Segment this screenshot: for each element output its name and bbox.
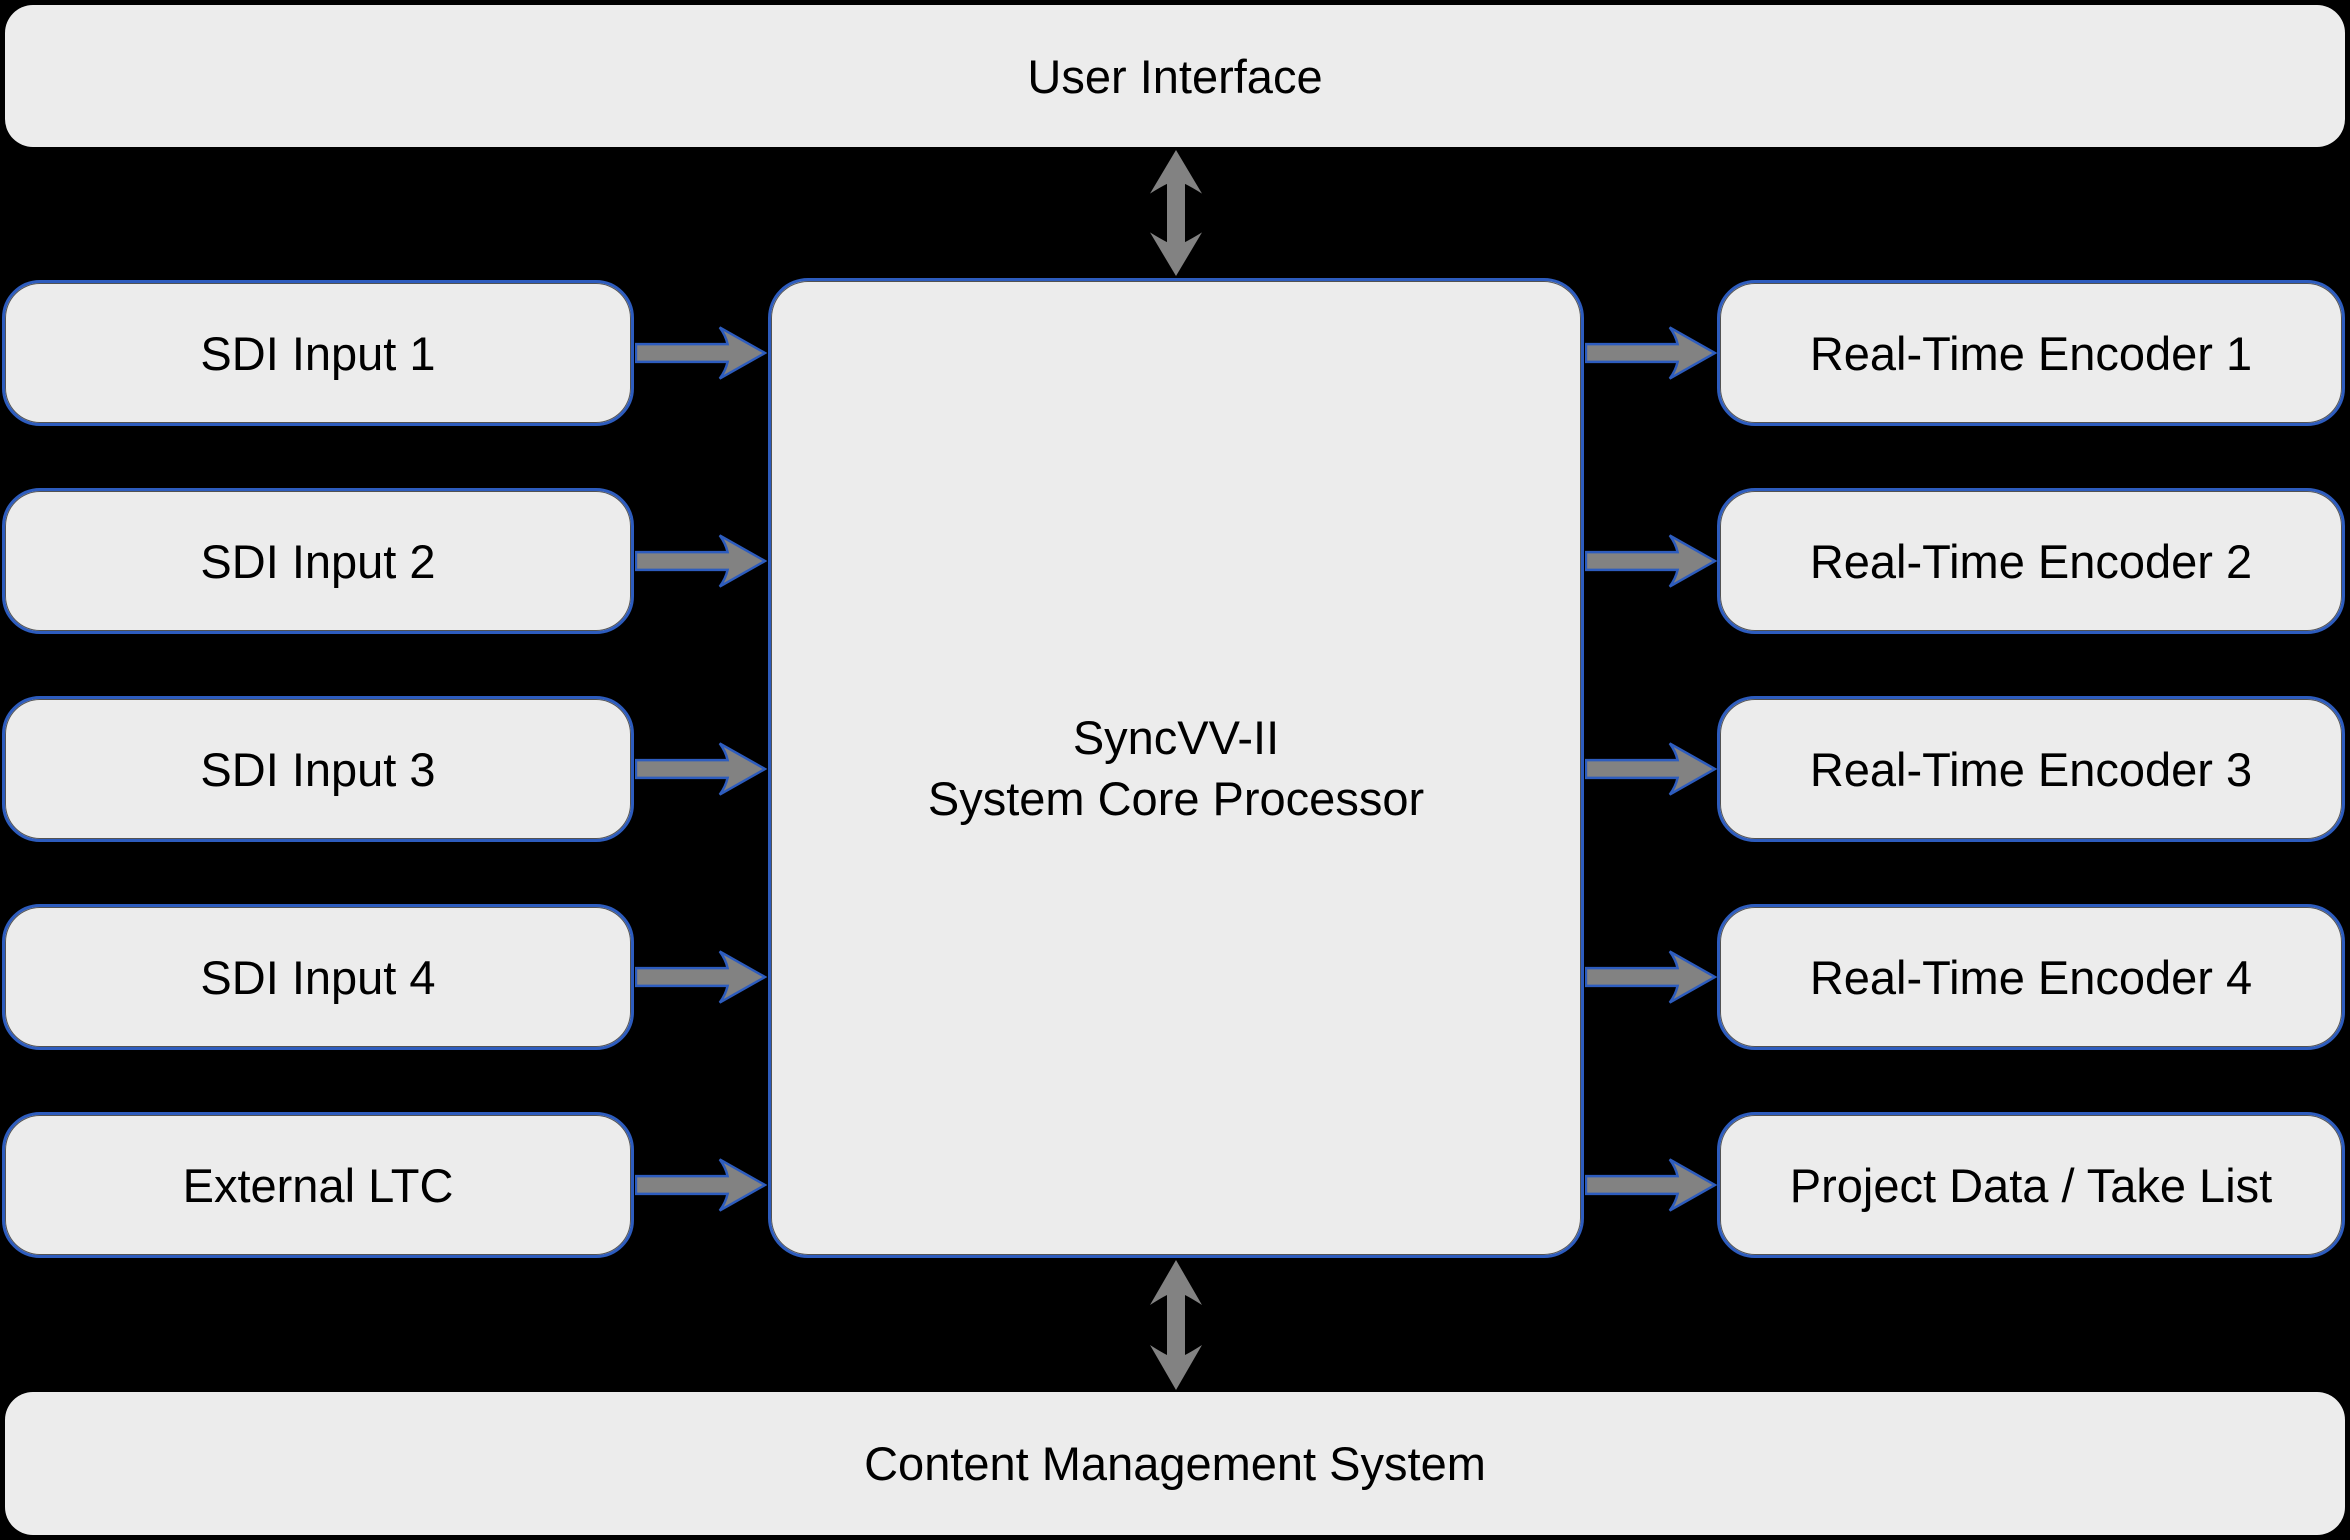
arrow-input-2-to-core bbox=[635, 531, 767, 591]
arrow-input-1-to-core bbox=[635, 323, 767, 383]
content-management-label: Content Management System bbox=[864, 1437, 1486, 1490]
arrow-core-to-encoder-3 bbox=[1585, 739, 1717, 799]
node-real-time-encoder-4: Real-Time Encoder 4 bbox=[1717, 904, 2345, 1050]
node-project-data-take-list: Project Data / Take List bbox=[1717, 1112, 2345, 1258]
node-label: SDI Input 2 bbox=[200, 534, 436, 588]
node-label: Real-Time Encoder 1 bbox=[1809, 326, 2253, 380]
arrow-ui-core-bidirectional bbox=[1147, 149, 1205, 277]
core-line2: System Core Processor bbox=[927, 772, 1425, 825]
arrow-core-cms-bidirectional bbox=[1147, 1259, 1205, 1391]
node-real-time-encoder-2: Real-Time Encoder 2 bbox=[1717, 488, 2345, 634]
core-line1: SyncVV-II bbox=[1072, 710, 1280, 764]
arrow-input-4-to-core bbox=[635, 947, 767, 1007]
node-label: Real-Time Encoder 2 bbox=[1809, 534, 2253, 588]
user-interface-bar: User Interface bbox=[5, 5, 2345, 147]
arrow-core-to-encoder-1 bbox=[1585, 323, 1717, 383]
node-sdi-input-3: SDI Input 3 bbox=[2, 696, 634, 842]
node-sdi-input-1: SDI Input 1 bbox=[2, 280, 634, 426]
node-system-core-processor: SyncVV-II System Core Processor bbox=[768, 278, 1584, 1258]
content-management-bar: Content Management System bbox=[5, 1392, 2345, 1535]
arrow-core-to-encoder-2 bbox=[1585, 531, 1717, 591]
user-interface-label: User Interface bbox=[1027, 49, 1323, 103]
arrow-input-3-to-core bbox=[635, 739, 767, 799]
node-label: SDI Input 4 bbox=[200, 950, 436, 1004]
arrow-core-to-encoder-4 bbox=[1585, 947, 1717, 1007]
node-label: Real-Time Encoder 4 bbox=[1809, 950, 2253, 1004]
node-label: SDI Input 3 bbox=[200, 742, 436, 796]
node-real-time-encoder-1: Real-Time Encoder 1 bbox=[1717, 280, 2345, 426]
arrow-external-ltc-to-core bbox=[635, 1155, 767, 1215]
node-external-ltc: External LTC bbox=[2, 1112, 634, 1258]
node-sdi-input-2: SDI Input 2 bbox=[2, 488, 634, 634]
node-sdi-input-4: SDI Input 4 bbox=[2, 904, 634, 1050]
node-label: External LTC bbox=[182, 1158, 454, 1212]
node-label: Project Data / Take List bbox=[1789, 1158, 2273, 1212]
node-label: SDI Input 1 bbox=[200, 326, 436, 380]
node-real-time-encoder-3: Real-Time Encoder 3 bbox=[1717, 696, 2345, 842]
arrow-core-to-project-data bbox=[1585, 1155, 1717, 1215]
node-label: Real-Time Encoder 3 bbox=[1809, 742, 2253, 796]
